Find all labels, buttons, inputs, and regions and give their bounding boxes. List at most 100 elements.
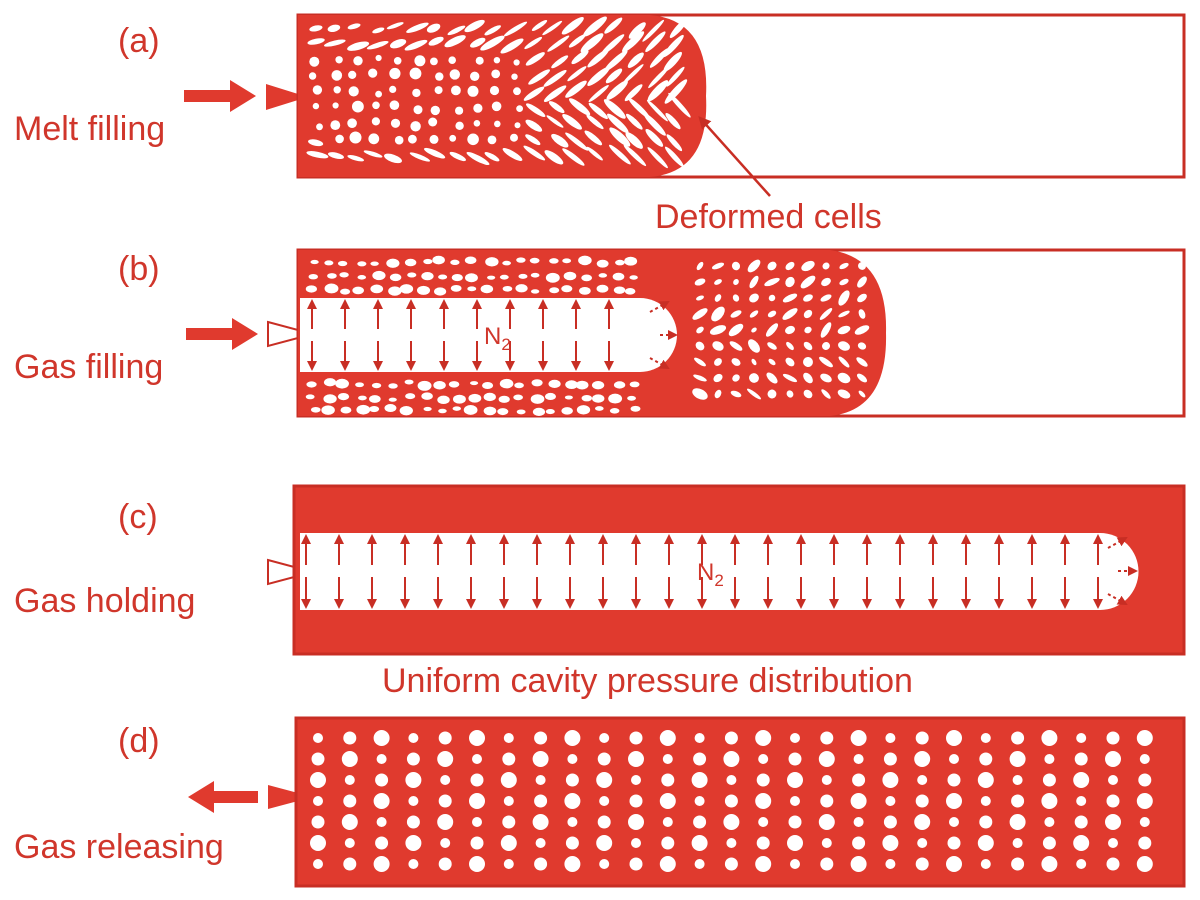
cell-bubble-icon <box>440 775 451 785</box>
cell-bubble-icon <box>487 135 497 145</box>
cell-bubble-icon <box>306 381 317 388</box>
cell-bubble-icon <box>340 288 351 295</box>
cell-bubble-icon <box>567 754 578 764</box>
cell-bubble-icon <box>852 836 866 850</box>
cell-bubble-icon <box>355 382 364 388</box>
cell-bubble-icon <box>408 796 419 806</box>
cell-bubble-icon <box>357 261 367 267</box>
cell-bubble-icon <box>915 794 929 808</box>
cell-bubble-icon <box>629 857 643 871</box>
cell-bubble-icon <box>473 103 483 113</box>
cell-bubble-icon <box>821 838 832 848</box>
cell-bubble-icon <box>883 752 897 766</box>
cell-bubble-icon <box>946 856 962 872</box>
cell-bubble-icon <box>449 134 457 142</box>
cell-bubble-icon <box>366 40 389 50</box>
cell-bubble-icon <box>724 857 738 871</box>
cell-bubble-icon <box>546 115 564 128</box>
cell-bubble-icon <box>347 118 357 128</box>
cell-bubble-icon <box>423 258 433 265</box>
cell-bubble-icon <box>568 98 591 116</box>
cell-bubble-icon <box>914 814 931 830</box>
cell-bubble-icon <box>370 284 384 294</box>
panel-a-label: (a) <box>118 22 160 60</box>
cell-bubble-icon <box>455 121 464 130</box>
cell-bubble-icon <box>503 796 514 806</box>
cell-bubble-icon <box>857 342 867 350</box>
cell-bubble-icon <box>561 285 573 293</box>
cell-bubble-icon <box>732 294 740 302</box>
cell-bubble-icon <box>503 21 528 37</box>
panel-a-step-label: Melt filling <box>14 110 165 148</box>
cell-bubble-icon <box>450 284 462 292</box>
cell-bubble-icon <box>549 258 559 264</box>
cell-bubble-icon <box>758 754 769 764</box>
cell-bubble-icon <box>311 815 325 829</box>
cell-bubble-icon <box>498 395 510 403</box>
cell-bubble-icon <box>788 752 802 766</box>
cell-bubble-icon <box>694 357 706 367</box>
cell-bubble-icon <box>438 857 452 871</box>
cell-bubble-icon <box>470 836 484 850</box>
cell-bubble-icon <box>433 380 446 390</box>
cell-bubble-icon <box>662 754 673 764</box>
cell-bubble-icon <box>562 258 572 264</box>
cell-bubble-icon <box>627 395 636 401</box>
cell-bubble-icon <box>447 25 466 36</box>
cell-bubble-icon <box>747 259 761 273</box>
cell-bubble-icon <box>664 79 688 104</box>
cell-bubble-icon <box>408 134 417 144</box>
cell-bubble-icon <box>790 733 800 743</box>
cell-bubble-icon <box>723 751 740 767</box>
cell-bubble-icon <box>730 390 742 398</box>
cell-bubble-icon <box>483 406 497 416</box>
cell-bubble-icon <box>820 322 832 338</box>
uniform-pressure-label: Uniform cavity pressure distribution <box>382 662 913 700</box>
cell-bubble-icon <box>548 101 565 114</box>
cell-bubble-icon <box>645 128 664 147</box>
cell-bubble-icon <box>511 73 518 80</box>
cell-bubble-icon <box>695 341 705 351</box>
cell-bubble-icon <box>755 730 772 746</box>
panel-c: (c) Gas holding N2 Uniform cavity pressu… <box>14 484 1186 700</box>
cell-bubble-icon <box>730 310 742 318</box>
cell-bubble-icon <box>726 775 737 785</box>
cell-bubble-icon <box>977 772 994 788</box>
cell-bubble-icon <box>767 310 777 318</box>
cell-bubble-icon <box>551 55 569 69</box>
foam-cells-b <box>305 255 870 416</box>
cell-bubble-icon <box>405 772 422 788</box>
cell-bubble-icon <box>648 67 669 89</box>
cell-bubble-icon <box>480 35 505 51</box>
cell-bubble-icon <box>452 394 466 404</box>
cell-bubble-icon <box>483 392 496 402</box>
cell-bubble-icon <box>821 277 831 287</box>
cell-bubble-icon <box>331 70 343 81</box>
cell-bubble-icon <box>749 310 759 318</box>
cell-bubble-icon <box>915 731 929 745</box>
cell-bubble-icon <box>980 859 991 869</box>
cell-bubble-icon <box>1136 730 1153 746</box>
cell-bubble-icon <box>1136 793 1153 809</box>
cell-bubble-icon <box>821 775 832 785</box>
cell-bubble-icon <box>782 373 798 383</box>
cell-bubble-icon <box>564 395 573 400</box>
cell-bubble-icon <box>373 793 390 809</box>
cell-bubble-icon <box>977 835 994 851</box>
cell-bubble-icon <box>579 287 591 295</box>
cell-bubble-icon <box>661 836 675 850</box>
cell-bubble-icon <box>500 38 524 54</box>
panel-b-step-label: Gas filling <box>14 348 163 386</box>
cell-bubble-icon <box>549 287 560 294</box>
cell-bubble-icon <box>598 273 608 278</box>
cell-bubble-icon <box>818 814 835 830</box>
panel-d-step-label: Gas releasing <box>14 828 224 866</box>
cell-bubble-icon <box>1105 814 1121 830</box>
cell-bubble-icon <box>712 341 724 351</box>
cell-bubble-icon <box>786 390 794 398</box>
cell-bubble-icon <box>565 773 579 787</box>
cell-bubble-icon <box>1138 773 1152 787</box>
cell-bubble-icon <box>767 389 777 399</box>
cell-bubble-icon <box>885 733 896 743</box>
cell-bubble-icon <box>785 261 795 271</box>
